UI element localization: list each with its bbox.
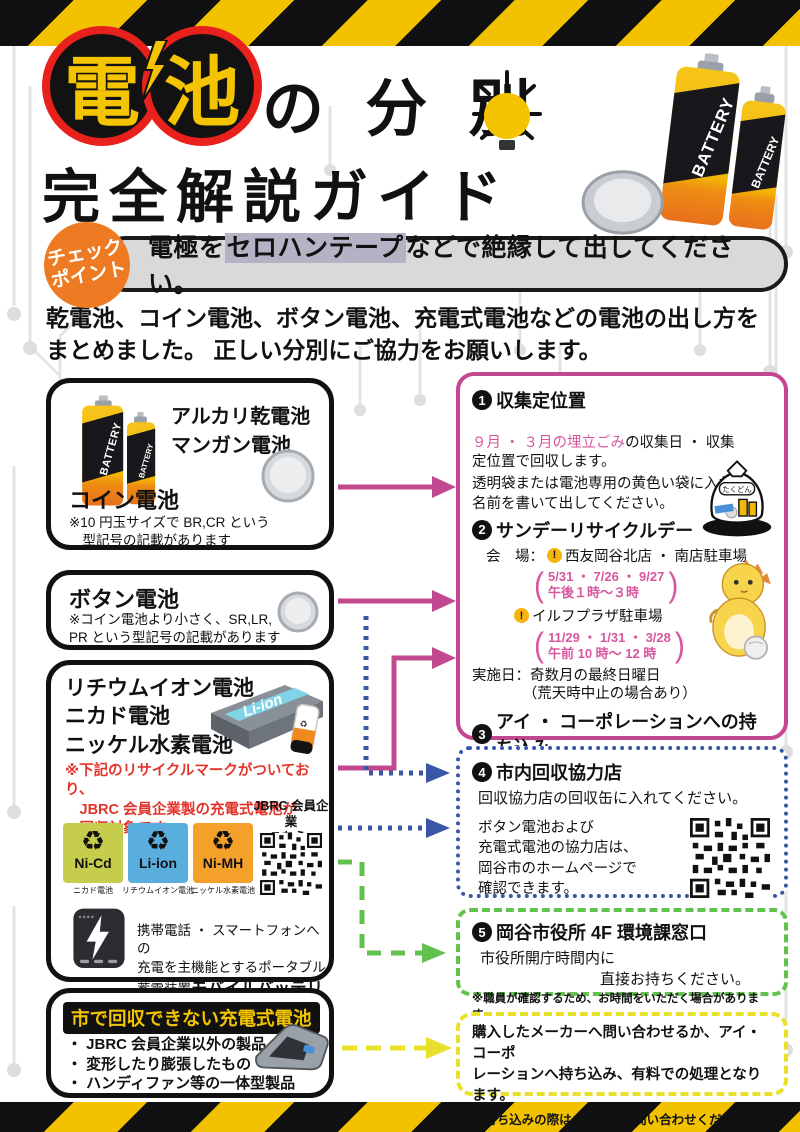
dry-battery-title: アルカリ乾電池 マンガン電池: [171, 406, 311, 457]
badge-char-2: 池: [164, 51, 240, 136]
button-battery-note: ※コイン電池より小さく、SR,LR, PR という型記号の記載があります: [69, 612, 281, 645]
section2-number: 2: [472, 519, 492, 540]
section1-text2: 透明袋または電池専用の黄色い袋に入れ、 名前を書いて出してください。: [472, 476, 748, 512]
box-collection-info: 1 収集定位置 ９月 ・ ３月の埋立ごみの収集日 ・ 収集 定位置で回収します。…: [456, 372, 788, 817]
section5-number: 5: [472, 922, 492, 942]
section5-title: 岡谷市役所 4F 環境課窓口: [496, 923, 708, 943]
recycle-icon: ♻: [210, 826, 236, 856]
not-collected-items: ・ JBRC 会員企業以外の製品 ・ 変形したり膨張したもの ・ ハンディファン…: [67, 1036, 296, 1092]
recycle-mark-nicd: ♻ Ni-Cd ニカド電池: [63, 823, 123, 895]
box-button-batteries: ボタン電池 ※コイン電池より小さく、SR,LR, PR という型記号の記載があり…: [46, 570, 334, 650]
tile-caption: ニッケル水素電池: [191, 886, 255, 895]
section4-title: 市内回収協力店: [496, 763, 622, 783]
checkpoint-post: などで絶縁して出してください。: [148, 234, 735, 298]
section3-number: 3: [472, 724, 492, 745]
venue2-text: イルフプラザ駐車場: [532, 609, 663, 626]
tile-label: Ni-MH: [202, 855, 244, 871]
bag-label-text: たくどん: [722, 485, 752, 494]
box-rechargeable-batteries: リチウムイオン電池 ニカド電池 ニッケル水素電池 Li-ion ♻ ※下記のリサ…: [46, 660, 334, 1039]
mascot-character: [709, 559, 771, 660]
intro-text: 乾電池、コイン電池、ボタン電池、充電式電池などの電池の出し方を まとめました。 …: [46, 305, 759, 364]
paren-open: (: [534, 626, 544, 665]
section1-title-row: 1 収集定位置: [472, 387, 772, 413]
coin-battery-title: コイン電池: [69, 488, 180, 513]
lightbulb-icon: [472, 70, 542, 150]
section5-line2: 直接お持ちください。: [600, 971, 751, 988]
jbrc-qr-code: [260, 833, 322, 895]
button-battery-title: ボタン電池: [69, 587, 180, 612]
warning-icon: !: [547, 547, 562, 563]
device-icon: [255, 1024, 329, 1071]
schedule-text: 実施日：奇数月の最終日曜日 （荒天時中止の場合あり）: [472, 667, 697, 703]
box-partner-stores: 4 市内回収協力店 回収協力店の回収缶に入れてください。 ボタン電池および 充電…: [456, 746, 788, 921]
recycle-icon: ♻: [145, 826, 171, 856]
paren-close: ): [674, 626, 685, 665]
stick-recycle-mark: ♻: [299, 718, 309, 729]
section1-title: 収集定位置: [496, 391, 586, 411]
tile-label: Li-ion: [138, 855, 178, 871]
badge-char-1: 電: [64, 51, 140, 136]
page-title-line2: 完全解説ガイド: [42, 165, 512, 230]
checkpoint-banner: 電極をセロハンテープなどで絶縁して出してください。: [98, 233, 788, 298]
tile-label: Ni-Cd: [74, 855, 112, 871]
recycle-mark-liion: ♻ Li-ion リチウムイオン電池: [122, 823, 194, 895]
section4-text: ボタン電池および 充電式電池の協力店は、 岡谷市のホームページで 確認できます。: [478, 820, 638, 897]
partner-qr-code: [690, 818, 770, 898]
button-battery-icon: [277, 591, 319, 633]
section1-rest-text: の収集日 ・ 収集 定位置で回収します。: [472, 435, 735, 471]
hazard-stripe-bottom: [0, 1102, 800, 1132]
checkpoint-highlight: セロハンテープ: [224, 233, 406, 263]
venue1-row: 会 場： ! 西友岡谷北店 ・ 南店駐車場: [486, 545, 772, 566]
trash-bag-icon: たくどん: [702, 460, 772, 537]
section1-pink-text: ９月 ・ ３月の埋立ごみ: [472, 435, 626, 452]
paren-open: (: [534, 566, 544, 605]
section4-line1: 回収協力店の回収缶に入れてください。: [478, 790, 748, 807]
maker-inquiry-note: ※持ち込みの際は、事前にお問い合わせください。: [472, 1113, 760, 1128]
box-not-collected: 市で回収できない充電式電池 ・ JBRC 会員企業以外の製品 ・ 変形したり膨張…: [46, 988, 334, 1098]
powerbank-icon: [73, 908, 125, 969]
section5-line1: 市役所開庁時間内に: [480, 950, 616, 967]
warning-icon: !: [514, 608, 529, 624]
section2-title: サンデーリサイクルデー: [496, 520, 694, 541]
section2-title-row: 2 サンデーリサイクルデー: [472, 517, 772, 543]
venue-label: 会 場：: [486, 548, 544, 565]
section4-number: 4: [472, 762, 492, 782]
dates2-block: ( 11/29 ・ 1/31 ・ 3/28 午前 10 時～ 12 時 ): [530, 627, 772, 665]
box-maker-inquiry: 購入したメーカーへ問い合わせるか、アイ・コーポ レーションへ持ち込み、有料での処…: [456, 1012, 788, 1127]
recycle-marks: ♻ Ni-Cd ニカド電池 ♻ Li-ion リチウムイオン電池 ♻ Ni-MH…: [63, 823, 255, 895]
batteries-illustration: [581, 52, 790, 235]
tile-caption: ニカド電池: [73, 886, 113, 895]
badge-circle-1: 電: [42, 26, 162, 146]
venue2-row: ! イルフプラザ駐車場: [514, 605, 772, 626]
maker-inquiry-text: 購入したメーカーへ問い合わせるか、アイ・コーポ レーションへ持ち込み、有料での処…: [472, 1025, 762, 1105]
recycle-mark-nimh: ♻ Ni-MH ニッケル水素電池: [191, 823, 255, 895]
section1-text1: ９月 ・ ３月の埋立ごみの収集日 ・ 収集 定位置で回収します。: [472, 415, 772, 472]
lightning-bolt-icon: [142, 40, 168, 103]
coin-battery-note: ※10 円玉サイズで BR,CR という 型記号の記載があります: [69, 515, 270, 548]
venue1-text: 西友岡谷北店 ・ 南店駐車場: [565, 548, 748, 565]
section4-title-row: 4 市内回収協力店: [472, 759, 772, 785]
box-city-hall: 5 岡谷市役所 4F 環境課窓口 市役所開庁時間内に 直接お持ちください。 ※職…: [456, 908, 788, 1021]
dates1-text: 5/31 ・ 7/26 ・ 9/27 午後１時～３時: [548, 569, 665, 601]
section4-body: ボタン電池および 充電式電池の協力店は、 岡谷市のホームページで 確認できます。…: [478, 818, 772, 922]
dates1-block: ( 5/31 ・ 7/26 ・ 9/27 午後１時～３時 ): [530, 566, 772, 605]
checkpoint-pre: 電極を: [148, 234, 225, 262]
not-collected-title: 市で回収できない充電式電池: [63, 1002, 320, 1034]
recycle-icon: ♻: [80, 826, 106, 856]
section5-title-row: 5 岡谷市役所 4F 環境課窓口: [472, 919, 772, 945]
rechargeable-title: リチウムイオン電池 ニカド電池 ニッケル水素電池: [65, 677, 254, 757]
mobile-text-1: 携帯電話 ・ スマートフォンへの 充電を主機能とするポータブル 蓄電装置: [137, 922, 326, 997]
partner-qr-block: 協力店はこちら: [688, 818, 772, 922]
liion-pack-icon: Li-ion ♻: [211, 685, 323, 754]
checkpoint-text: 電極をセロハンテープなどで絶縁して出してください。: [148, 228, 784, 300]
dates2-text: 11/29 ・ 1/31 ・ 3/28 午前 10 時～ 12 時: [548, 629, 671, 661]
coin-battery-icon: [261, 449, 315, 503]
section1-number: 1: [472, 390, 492, 410]
paren-close: ): [668, 566, 679, 605]
box-dry-batteries: アルカリ乾電池 マンガン電池 コイン電池 ※10 円玉サイズで BR,CR とい…: [46, 378, 334, 550]
tile-caption: リチウムイオン電池: [122, 886, 194, 895]
